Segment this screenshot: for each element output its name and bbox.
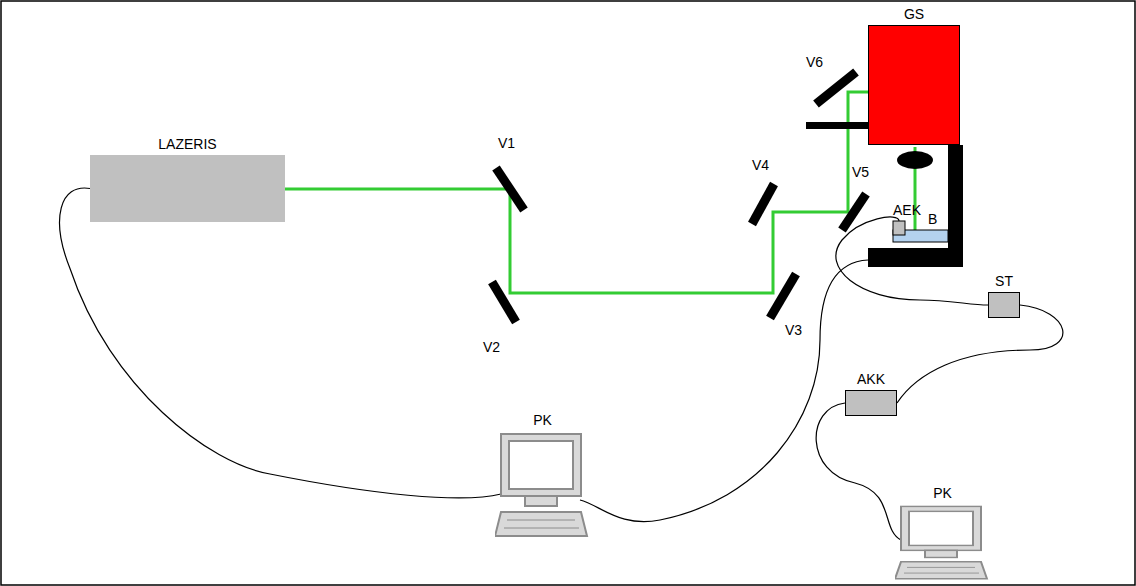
node-label: ST — [995, 274, 1013, 289]
part-label: B — [928, 212, 937, 227]
controller-box: ST — [988, 292, 1020, 318]
part-label: V2 — [483, 340, 500, 355]
computer-icon — [895, 505, 990, 583]
node-label: GS — [904, 7, 924, 22]
laser-beam — [285, 92, 868, 293]
node-label: PK — [933, 486, 952, 501]
node-label: AKK — [857, 372, 885, 387]
mirrors — [492, 72, 866, 322]
computer: PK — [895, 505, 990, 583]
node-label: LAZERIS — [158, 137, 216, 152]
lens — [897, 151, 933, 169]
part-label: V4 — [752, 158, 769, 173]
stage-wire — [580, 260, 868, 522]
node-label: PK — [533, 413, 552, 428]
scanner-box: GS — [868, 25, 960, 145]
sensor-wire — [836, 217, 988, 305]
part-label: AEK — [893, 203, 921, 218]
computer: PK — [495, 432, 590, 542]
cable — [60, 188, 501, 498]
part-label: V3 — [785, 323, 802, 338]
part-label: V6 — [806, 55, 823, 70]
part-label: V1 — [498, 136, 515, 151]
part-label: V5 — [852, 165, 869, 180]
amplifier-box: AKK — [845, 390, 897, 416]
cable — [897, 305, 1063, 403]
holder-bar — [806, 122, 868, 129]
stage — [868, 248, 963, 267]
laser-box: LAZERIS — [90, 155, 285, 222]
sensor — [893, 221, 905, 235]
computer-icon — [495, 432, 590, 542]
cable — [816, 403, 901, 540]
